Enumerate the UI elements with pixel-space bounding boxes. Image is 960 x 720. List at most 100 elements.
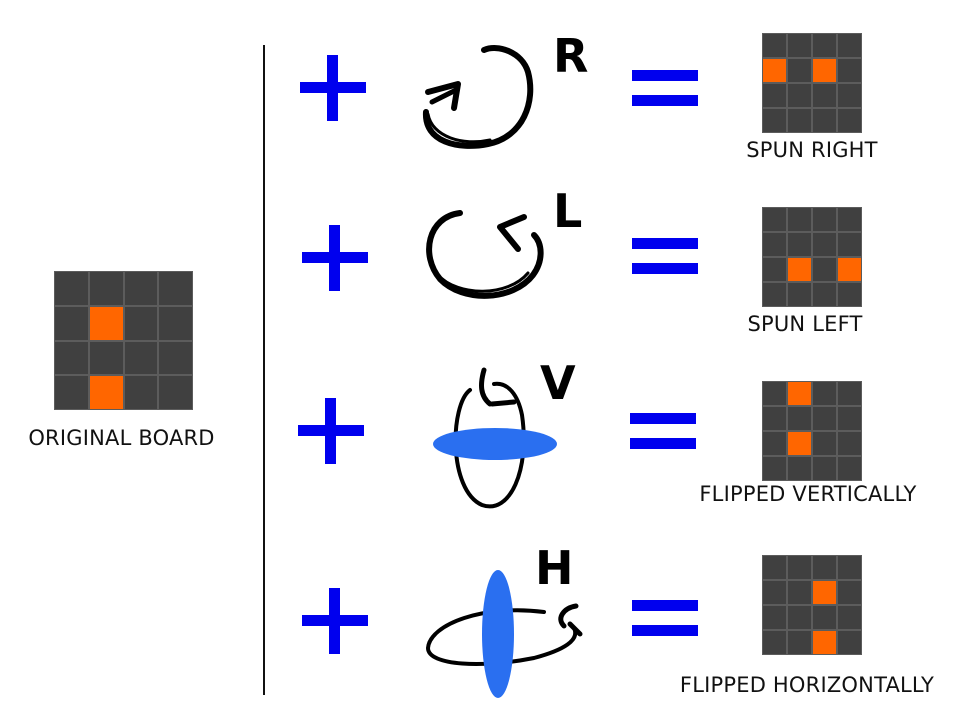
equals-sign (632, 70, 698, 106)
board-cell-highlighted (812, 58, 837, 83)
board-cell (837, 431, 862, 456)
result-caption-flipped-horizontally: FLIPPED HORIZONTALLY (679, 673, 935, 697)
board-cell-highlighted (88, 375, 124, 410)
board-cell (837, 406, 862, 431)
board-cell (787, 580, 812, 605)
equals-sign (632, 600, 698, 636)
original-board-caption: ORIGINAL BOARD (28, 426, 215, 450)
board-cell (158, 375, 193, 410)
plus-sign (302, 588, 368, 654)
board-cell (837, 232, 862, 257)
board-cell (812, 257, 837, 282)
row-letter: V (540, 356, 576, 410)
board-cell (812, 83, 837, 108)
flip-horizontal-icon (425, 570, 583, 698)
board-cell (158, 340, 193, 376)
board-cell (787, 207, 812, 232)
board-cell-highlighted (787, 381, 812, 406)
row-letter: H (535, 541, 574, 595)
board-cell (787, 33, 812, 58)
board-cell (812, 456, 837, 481)
board-cell (837, 58, 862, 83)
divider-line (263, 45, 265, 695)
board-cell (812, 406, 837, 431)
board-cell (837, 630, 862, 655)
board-cell (54, 375, 89, 410)
board-cell (123, 271, 159, 306)
board-cell-highlighted (787, 257, 812, 282)
plus-sign (300, 55, 366, 121)
board-cell (762, 232, 787, 257)
result-board-flipped-vertically (762, 381, 862, 481)
result-caption-spun-left: SPUN LEFT (747, 312, 863, 336)
board-cell (762, 406, 787, 431)
board-cell-highlighted (762, 58, 787, 83)
rotate-clockwise-icon (422, 45, 534, 149)
board-cell-highlighted (812, 580, 837, 605)
plus-sign (302, 225, 368, 291)
board-cell (812, 108, 837, 133)
board-cell (123, 340, 159, 376)
board-cell (837, 83, 862, 108)
board-cell (837, 381, 862, 406)
board-cell (762, 580, 787, 605)
board-cell (787, 456, 812, 481)
board-cell (762, 282, 787, 307)
rotate-counterclockwise-icon (426, 210, 544, 299)
board-cell (762, 33, 787, 58)
board-cell (787, 282, 812, 307)
original-board (54, 271, 193, 410)
board-cell (762, 456, 787, 481)
result-board-spun-right (762, 33, 862, 133)
row-letter: L (553, 184, 583, 238)
board-cell (762, 630, 787, 655)
board-cell (88, 271, 124, 306)
board-cell (837, 33, 862, 58)
result-board-spun-left (762, 207, 862, 307)
board-cell (787, 630, 812, 655)
board-cell (812, 232, 837, 257)
equals-sign (632, 238, 698, 274)
board-cell (762, 431, 787, 456)
board-cell (123, 305, 159, 341)
board-cell (54, 340, 89, 376)
row-letter: R (553, 29, 589, 83)
board-cell (837, 282, 862, 307)
board-cell-highlighted (812, 630, 837, 655)
board-cell (123, 375, 159, 410)
result-caption-spun-right: SPUN RIGHT (746, 138, 878, 162)
board-cell (54, 271, 89, 306)
board-cell (762, 83, 787, 108)
plus-sign (298, 398, 364, 464)
board-cell (762, 207, 787, 232)
board-cell (787, 555, 812, 580)
board-cell (787, 406, 812, 431)
result-board-flipped-horizontally (762, 555, 862, 655)
board-cell (762, 381, 787, 406)
board-cell-highlighted (837, 257, 862, 282)
board-cell (787, 108, 812, 133)
board-cell (837, 108, 862, 133)
board-cell (88, 340, 124, 376)
board-cell (812, 282, 837, 307)
board-cell (812, 431, 837, 456)
board-cell (158, 271, 193, 306)
equals-sign (630, 413, 696, 449)
result-caption-flipped-vertically: FLIPPED VERTICALLY (699, 482, 917, 506)
board-cell (787, 83, 812, 108)
board-cell (837, 456, 862, 481)
board-cell (837, 605, 862, 630)
board-cell (812, 605, 837, 630)
board-cell (837, 207, 862, 232)
board-cell (54, 305, 89, 341)
board-cell (812, 207, 837, 232)
board-cell (812, 555, 837, 580)
board-cell (158, 305, 193, 341)
board-cell-highlighted (88, 305, 124, 341)
board-cell (787, 232, 812, 257)
board-cell (837, 555, 862, 580)
board-cell-highlighted (787, 431, 812, 456)
board-cell (787, 605, 812, 630)
board-cell (762, 257, 787, 282)
board-cell (812, 33, 837, 58)
